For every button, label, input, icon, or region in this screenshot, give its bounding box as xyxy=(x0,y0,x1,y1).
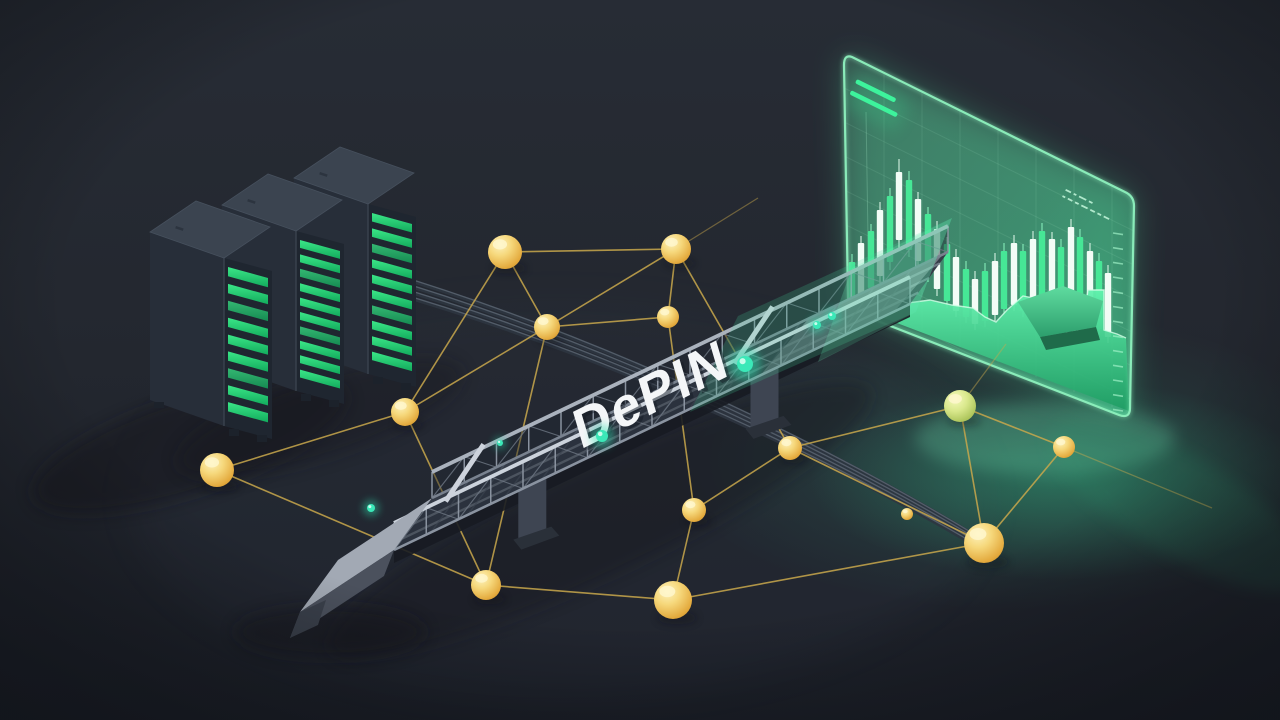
depin-illustration: DePIN DePIN xyxy=(0,0,1280,720)
vignette xyxy=(0,0,1280,720)
scene-canvas: DePIN DePIN xyxy=(0,0,1280,720)
